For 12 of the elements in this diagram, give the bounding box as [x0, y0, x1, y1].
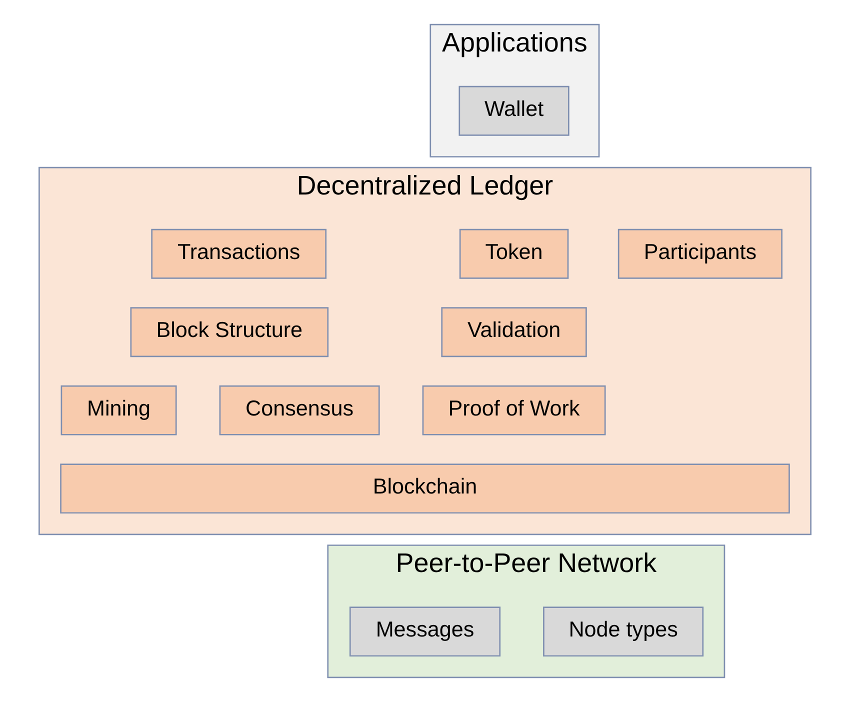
node-box: Messages [349, 606, 501, 657]
node-box: Proof of Work [422, 385, 606, 436]
node-box: Participants [618, 228, 782, 279]
node-box: Consensus [219, 385, 380, 436]
node-box: Validation [441, 307, 587, 358]
node-box: Token [459, 228, 569, 279]
node-box: Node types [543, 606, 704, 657]
node-box: Block Structure [130, 307, 329, 358]
node-box: Mining [60, 385, 177, 436]
node-box: Transactions [151, 228, 327, 279]
node-box: Blockchain [60, 464, 790, 514]
node-box: Wallet [458, 86, 570, 136]
